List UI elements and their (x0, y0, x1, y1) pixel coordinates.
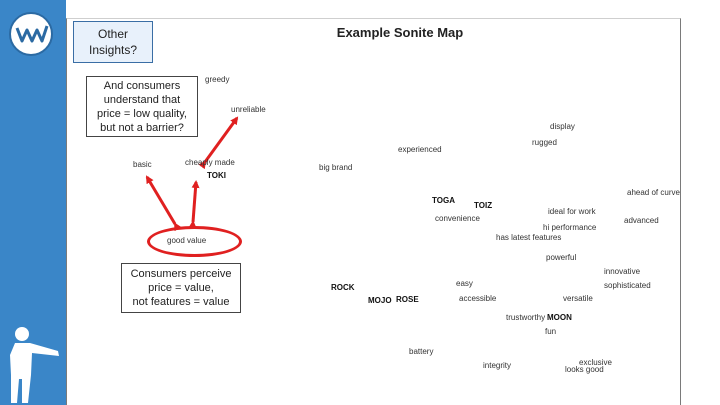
map-frame (66, 18, 681, 405)
attr-rugged: rugged (532, 138, 557, 147)
other-insights-line1: Other (97, 27, 128, 41)
brand-mojo: MOJO (368, 296, 392, 305)
sidebar (0, 0, 66, 405)
attr-exclusive: exclusive (579, 358, 612, 367)
logo-mark (15, 25, 49, 43)
arrow-to-basic (145, 175, 182, 232)
attr-powerful: powerful (546, 253, 577, 262)
other-insights-box: Other Insights? (73, 21, 153, 63)
attr-innovative: innovative (604, 267, 641, 276)
perceive-line2: price = value, (148, 282, 214, 294)
attr-accessible: accessible (459, 294, 497, 303)
brand-toki: TOKI (207, 171, 226, 180)
attr-basic: basic (133, 160, 152, 169)
page-title: Example Sonite Map (336, 25, 464, 40)
perceive-line1: Consumers perceive (130, 268, 232, 280)
attr-ideal-for-work: ideal for work (548, 207, 596, 216)
other-insights-line2: Insights? (88, 43, 138, 57)
attr-big-brand: big brand (319, 163, 353, 172)
consumers-line3: price = low quality, (97, 107, 187, 120)
attr-integrity: integrity (483, 361, 512, 370)
attr-ahead-of-curve: ahead of curve (627, 188, 680, 197)
brand-moon: MOON (547, 313, 572, 322)
consumers-perceive-box: Consumers perceive price = value, not fe… (121, 263, 241, 313)
perceive-line3: not features = value (132, 296, 230, 308)
attr-cheaply-made: cheaply made (185, 158, 235, 167)
attr-good-value: good value (167, 236, 207, 245)
attr-convenience: convenience (435, 214, 480, 223)
brand-rock: ROCK (331, 283, 355, 292)
attr-has-latest-features: has latest features (496, 233, 562, 242)
attr-greedy: greedy (205, 75, 230, 84)
consumers-line4: but not a barrier? (100, 121, 184, 134)
attr-versatile: versatile (563, 294, 593, 303)
arrow-to-unreliable (198, 116, 239, 170)
attr-experienced: experienced (398, 145, 442, 154)
brand-rose: ROSE (396, 295, 419, 304)
attr-advanced: advanced (624, 216, 659, 225)
consumers-line1: And consumers (103, 79, 181, 92)
attr-looks-good: looks good (565, 365, 604, 374)
attr-battery: battery (409, 347, 434, 356)
attr-trustworthy: trustworthy (506, 313, 546, 322)
attr-fun: fun (545, 327, 557, 336)
attr-easy: easy (456, 279, 473, 288)
attr-unreliable: unreliable (231, 105, 266, 114)
consumers-line2: understand that (103, 93, 181, 106)
attr-hi-performance: hi performance (543, 223, 597, 232)
brand-toiz: TOIZ (474, 201, 493, 210)
consumers-understand-box: And consumers understand that price = lo… (86, 76, 198, 137)
arrow-to-cheaply-made (188, 180, 200, 229)
logo-icon (9, 12, 53, 56)
attr-sophisticated: sophisticated (604, 281, 651, 290)
brand-toga: TOGA (432, 196, 455, 205)
attr-display: display (550, 122, 575, 131)
pointing-person-icon (10, 327, 59, 403)
